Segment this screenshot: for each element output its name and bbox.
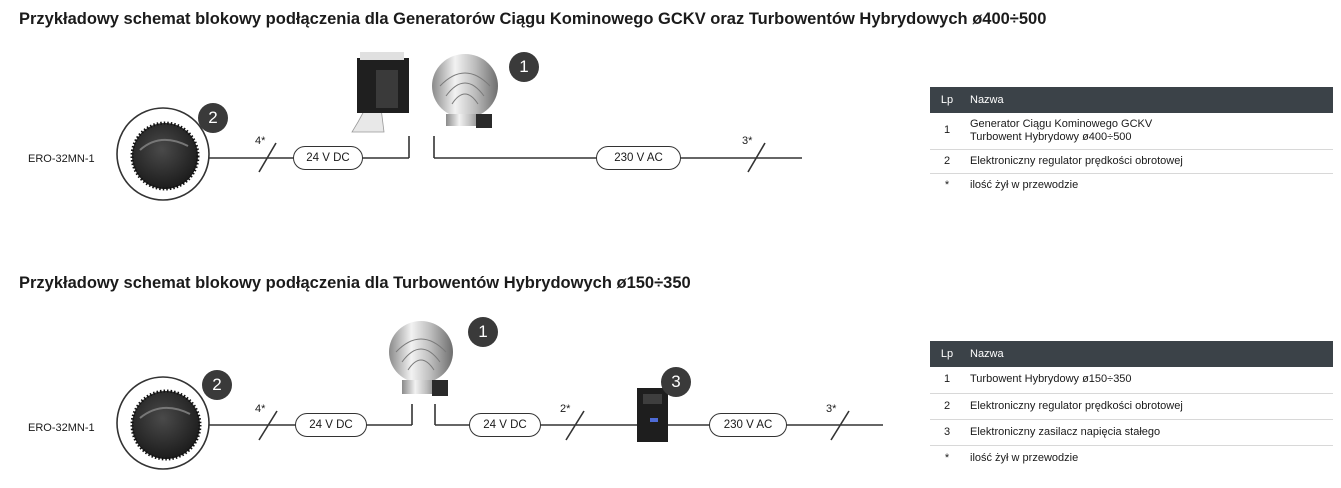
diagram2-controller-label: ERO-32MN-1 xyxy=(28,422,95,434)
diagram2-badge-2: 2 xyxy=(202,370,232,400)
legend-lp: 3 xyxy=(930,419,964,446)
diagram1-controller-label: ERO-32MN-1 xyxy=(28,153,95,165)
diagram1-badge-1: 1 xyxy=(509,52,539,82)
table-row: 1 Turbowent Hybrydowy ø150÷350 xyxy=(930,367,1333,394)
legend-lp: * xyxy=(944,451,950,464)
legend-lp: 1 xyxy=(930,113,964,150)
diagram2-wire-mark-2: 2* xyxy=(560,403,571,415)
legend-name: Turbowent Hybrydowy ø150÷350 xyxy=(964,367,1333,394)
diagram2-pill-24vdc-a: 24 V DC xyxy=(295,413,367,437)
diagram2-turbowent-image xyxy=(389,321,453,396)
table-row: 3 Elektroniczny zasilacz napięcia stałeg… xyxy=(930,419,1333,446)
legend-lp: 1 xyxy=(930,367,964,394)
legend-name: ilość żył w przewodzie xyxy=(970,451,1079,464)
diagram1-pill-24vdc: 24 V DC xyxy=(293,146,363,170)
table-row: * ilość żył w przewodzie xyxy=(930,445,1333,471)
diagram2-legend-table: Lp Nazwa 1 Turbowent Hybrydowy ø150÷350 … xyxy=(930,341,1333,471)
table-row: 2 Elektroniczny regulator prędkości obro… xyxy=(930,149,1333,174)
legend-header-row: Lp Nazwa xyxy=(930,87,1333,113)
diagram2-psu-image xyxy=(637,388,668,442)
legend-header-row: Lp Nazwa xyxy=(930,341,1333,367)
diagram1-title: Przykładowy schemat blokowy podłączenia … xyxy=(19,10,1047,28)
legend-header-name: Nazwa xyxy=(964,341,1333,367)
diagram2-wires xyxy=(208,404,883,441)
diagram2-pill-24vdc-b: 24 V DC xyxy=(469,413,541,437)
diagram1-turbowent-image xyxy=(432,54,498,128)
diagram2-title: Przykładowy schemat blokowy podłączenia … xyxy=(19,274,691,292)
legend-header-lp: Lp xyxy=(930,87,964,113)
legend-name: Elektroniczny regulator prędkości obroto… xyxy=(964,393,1333,420)
diagram1-wire-mark-4: 4* xyxy=(255,135,266,147)
diagram1-legend-table: Lp Nazwa 1 Generator Ciągu Kominowego GC… xyxy=(930,87,1333,197)
diagram1-badge-2: 2 xyxy=(198,103,228,133)
legend-name-line: Turbowent Hybrydowy ø400÷500 xyxy=(970,130,1132,143)
table-row: * ilość żył w przewodzie xyxy=(930,173,1333,197)
diagram1-wires xyxy=(208,136,802,173)
legend-lp: * xyxy=(944,178,950,191)
legend-lp: 2 xyxy=(930,393,964,420)
diagram2-badge-1: 1 xyxy=(468,317,498,347)
legend-name: ilość żył w przewodzie xyxy=(970,178,1079,191)
diagram2-pill-230vac: 230 V AC xyxy=(709,413,787,437)
diagram1-controller-image xyxy=(116,107,210,201)
diagram2-badge-3: 3 xyxy=(661,367,691,397)
diagram1-wire-mark-3: 3* xyxy=(742,135,753,147)
table-row: 1 Generator Ciągu Kominowego GCKV Turbow… xyxy=(930,113,1333,150)
legend-name: Elektroniczny zasilacz napięcia stałego xyxy=(964,419,1333,446)
legend-header-lp: Lp xyxy=(930,341,964,367)
diagram1-gckv-image xyxy=(351,52,409,133)
diagram2-wire-mark-3: 3* xyxy=(826,403,837,415)
diagram1-pill-230vac: 230 V AC xyxy=(596,146,681,170)
legend-name: Generator Ciągu Kominowego GCKV Turbowen… xyxy=(964,113,1333,150)
legend-name-line: Generator Ciągu Kominowego GCKV xyxy=(970,117,1153,130)
diagram2-controller-image xyxy=(116,376,210,470)
legend-lp: 2 xyxy=(930,149,964,174)
legend-name: Elektroniczny regulator prędkości obroto… xyxy=(964,149,1333,174)
diagram2-wire-mark-4: 4* xyxy=(255,403,266,415)
legend-header-name: Nazwa xyxy=(964,87,1333,113)
table-row: 2 Elektroniczny regulator prędkości obro… xyxy=(930,393,1333,420)
